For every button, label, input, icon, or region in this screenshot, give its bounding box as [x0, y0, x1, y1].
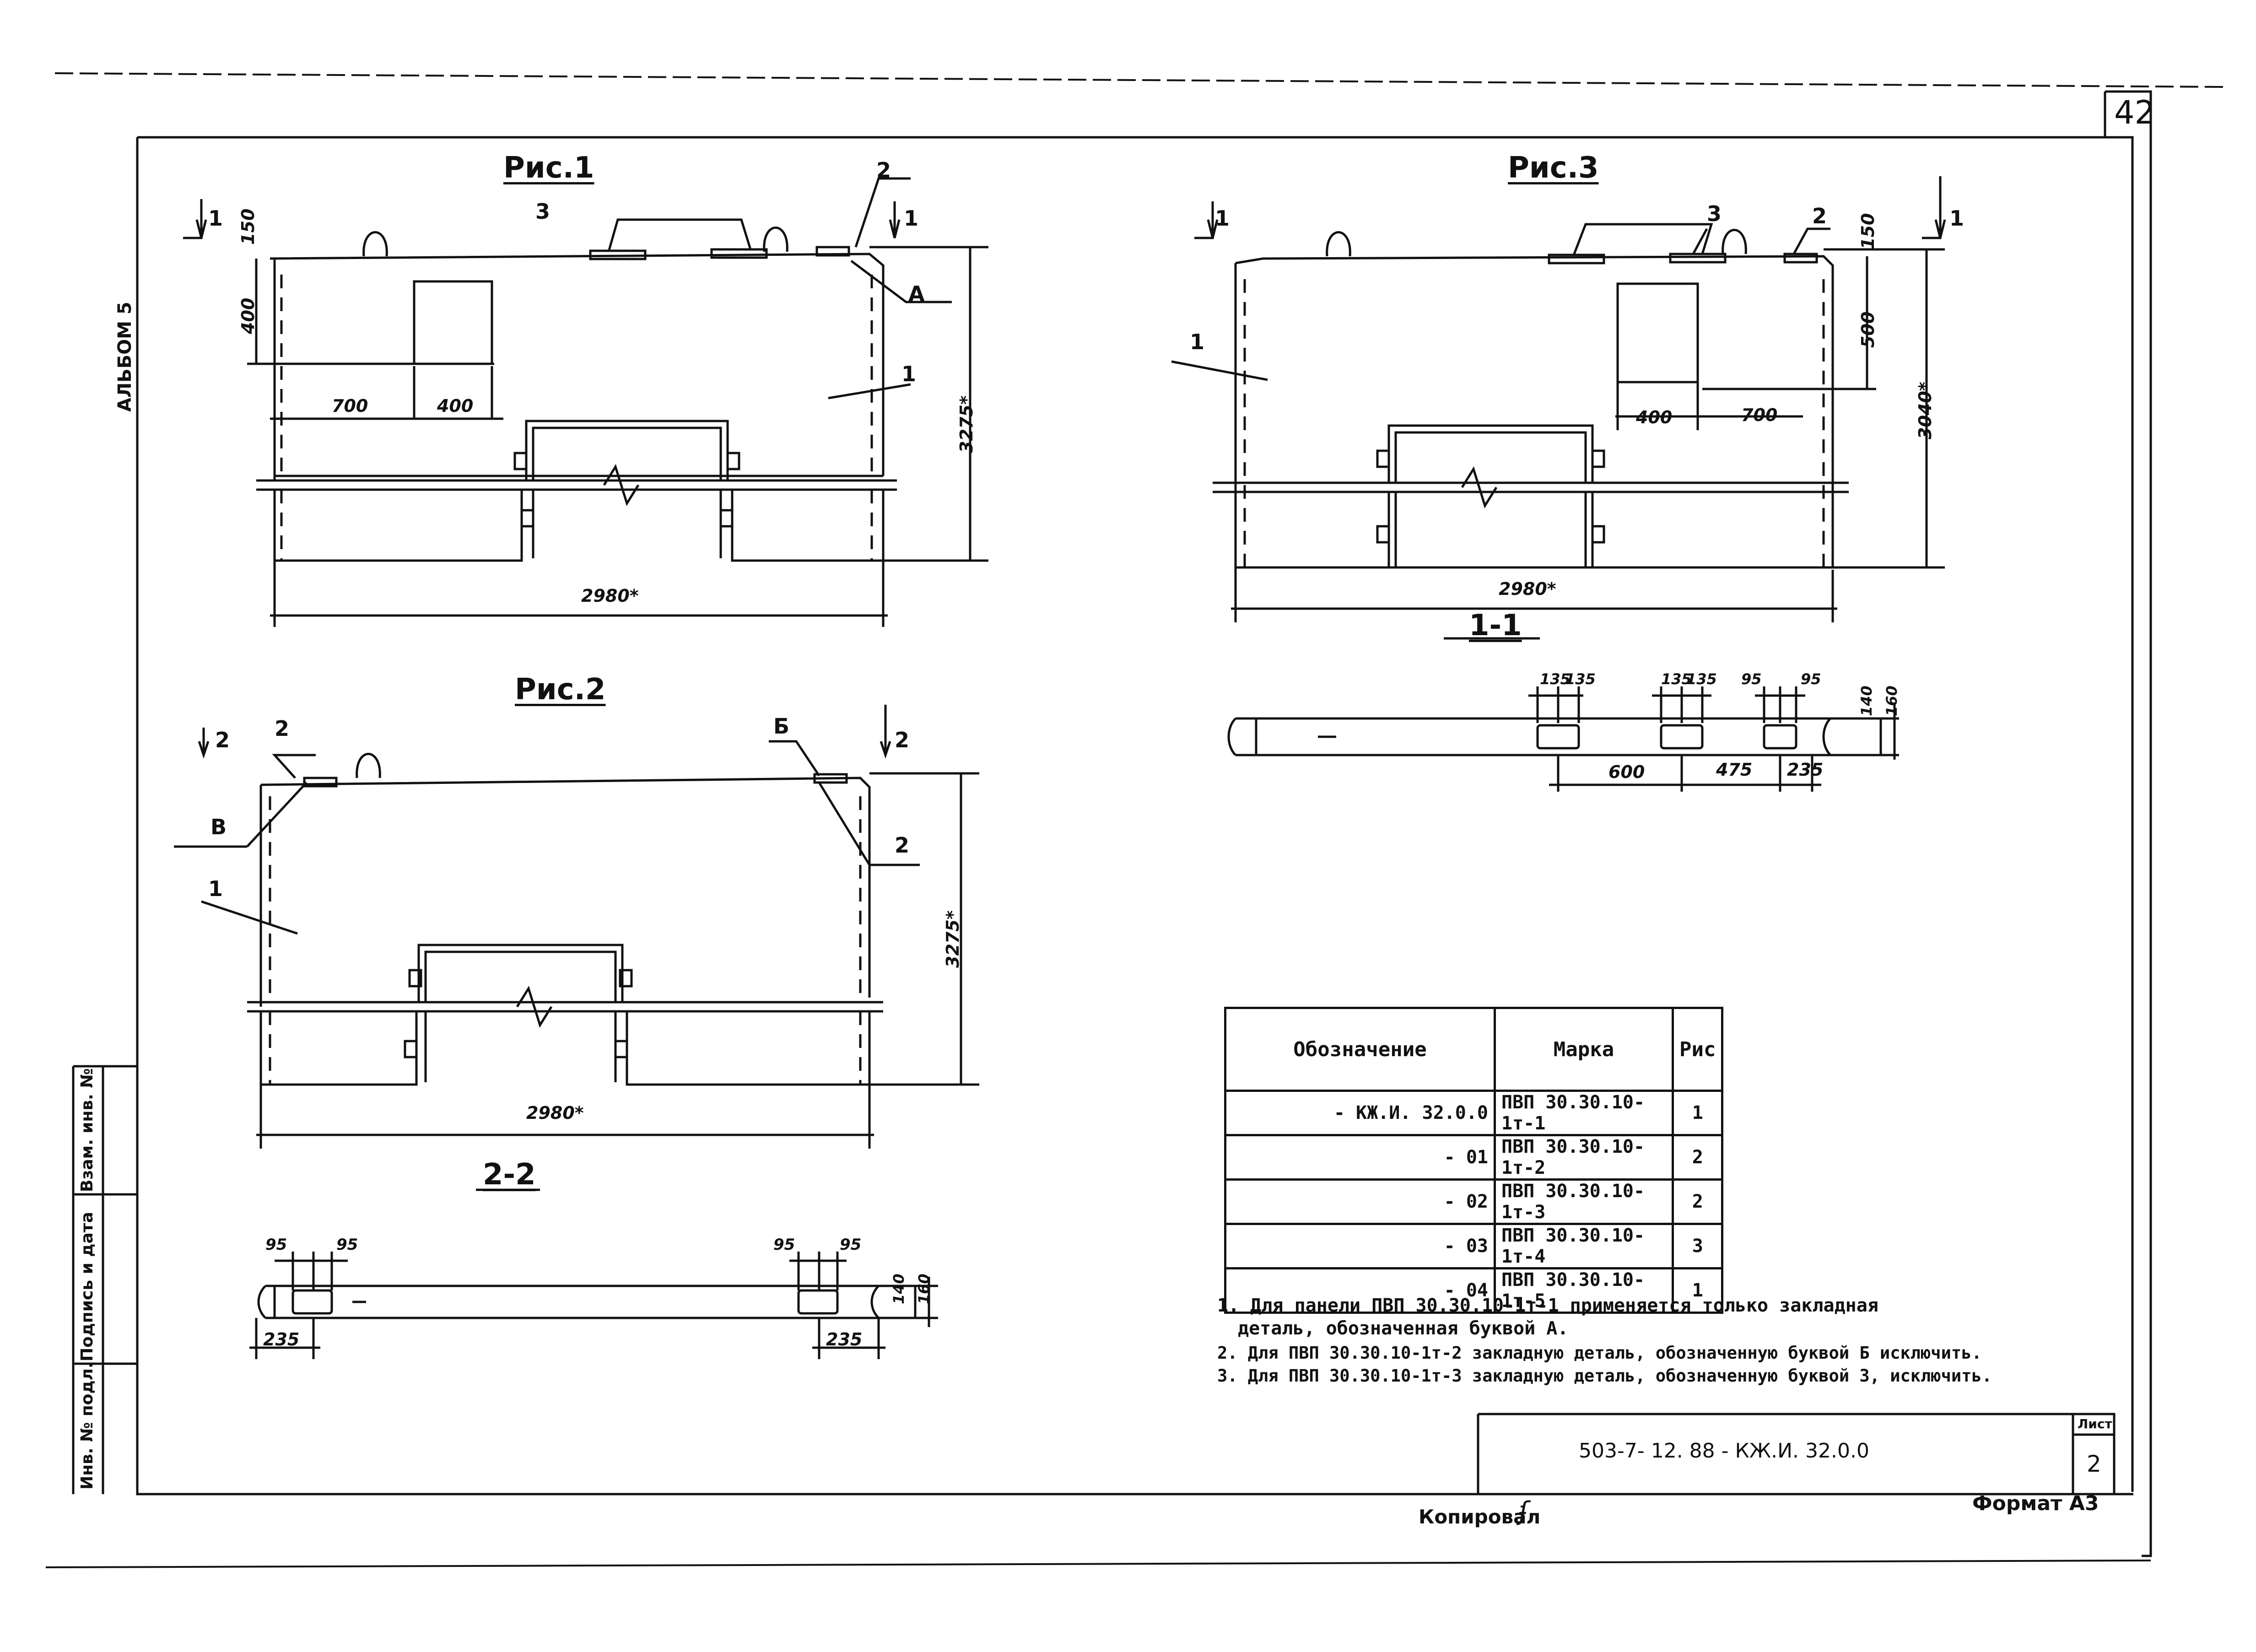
table-row: - 01 ПВП 30.30.10-1т-2 2	[1224, 1134, 1724, 1181]
fig1-callout-2: 2	[876, 158, 891, 183]
sec22-dim-95-b: 95	[336, 1236, 358, 1254]
fig3-dim-150: 150	[1858, 213, 1878, 249]
sec22-dim-95-c: 95	[773, 1236, 795, 1254]
spec-table: Обозначение Марка Рис - КЖ.И. 32.0.0 ПВП…	[1224, 1007, 1724, 1314]
title-block-designation: 503-7- 12. 88 - КЖ.И. 32.0.0	[1579, 1439, 1869, 1463]
sec11-dim-95-a: 95	[1741, 670, 1762, 688]
row-designation: - 01	[1224, 1134, 1496, 1181]
header-fig: Рис	[1671, 1007, 1724, 1092]
fig3-callout-3: 3	[1707, 201, 1722, 226]
stamp-inv-number: Инв. № подл.	[78, 1362, 97, 1490]
sec22-dim-95-a: 95	[265, 1236, 287, 1254]
row-mark: ПВП 30.30.10-1т-3	[1494, 1178, 1674, 1225]
section-1-1-title: 1-1	[1469, 609, 1522, 642]
sec22-dim-235-right: 235	[826, 1329, 863, 1350]
title-block-sheet-label: Лист	[2078, 1416, 2112, 1431]
row-fig: 3	[1671, 1223, 1724, 1269]
sec11-dim-160: 160	[1883, 686, 1900, 716]
fig2-dim-width: 2980*	[526, 1103, 584, 1123]
sec11-dim-135-c: 135	[1661, 670, 1692, 688]
spec-table-header: Обозначение Марка Рис	[1224, 1007, 1724, 1092]
format-label: Формат А3	[1972, 1492, 2099, 1515]
fig3-callout-2: 2	[1812, 204, 1827, 228]
row-designation: - 03	[1224, 1223, 1496, 1269]
sec11-dim-600: 600	[1608, 762, 1645, 782]
fig2-dim-height: 3275*	[943, 910, 963, 968]
fig3-dim-700: 700	[1741, 405, 1778, 425]
row-fig: 2	[1671, 1178, 1724, 1225]
stamp-signature-date: Подпись и дата	[78, 1212, 97, 1361]
row-designation: - КЖ.И. 32.0.0	[1224, 1090, 1496, 1136]
sec11-dim-95-b: 95	[1801, 670, 1821, 688]
fig1-section-mark-left: 1	[208, 206, 223, 231]
fig3-title: Рис.3	[1508, 151, 1599, 185]
sec11-dim-135-a: 135	[1540, 670, 1571, 688]
fig1-callout-A: А	[908, 281, 925, 306]
note-3: 3. Для ПВП 30.30.10-1т-3 закладную детал…	[1217, 1366, 1992, 1386]
fig3-section-mark-right: 1	[1949, 206, 1965, 231]
row-mark: ПВП 30.30.10-1т-2	[1494, 1134, 1674, 1181]
stamp-replace-inv: Взам. инв. №	[78, 1068, 97, 1192]
fig2-callout-2-top: 2	[275, 716, 290, 741]
table-row: - КЖ.И. 32.0.0 ПВП 30.30.10-1т-1 1	[1224, 1090, 1724, 1136]
header-designation: Обозначение	[1224, 1007, 1496, 1092]
sec11-dim-135-d: 135	[1686, 670, 1717, 688]
row-fig: 1	[1671, 1090, 1724, 1136]
sec11-dim-235: 235	[1787, 760, 1824, 780]
fig3-callout-1: 1	[1190, 329, 1205, 354]
row-fig: 2	[1671, 1134, 1724, 1181]
sec22-dim-140: 140	[890, 1274, 907, 1304]
fig1-dim-400-horizontal: 400	[437, 396, 474, 416]
fig2-title: Рис.2	[515, 673, 606, 707]
fig2-callout-V: В	[210, 815, 227, 839]
row-designation: - 04	[1224, 1267, 1496, 1314]
header-mark: Марка	[1494, 1007, 1674, 1092]
row-fig: 1	[1671, 1267, 1724, 1314]
sec11-dim-140: 140	[1858, 686, 1875, 716]
table-row: - 03 ПВП 30.30.10-1т-4 3	[1224, 1223, 1724, 1269]
table-row: - 04 ПВП 30.30.10-1т-5 1	[1224, 1267, 1724, 1314]
note-2: 2. Для ПВП 30.30.10-1т-2 закладную детал…	[1217, 1343, 1982, 1363]
album-label: АЛЬБОМ 5	[114, 302, 135, 412]
fig2-section-mark-right: 2	[895, 728, 910, 752]
fig3-dim-400: 400	[1636, 407, 1673, 427]
fig3-dim-width: 2980*	[1499, 579, 1556, 599]
fig1-dim-width: 2980*	[581, 586, 639, 606]
fig3-dim-500: 500	[1858, 311, 1878, 348]
fig1-title: Рис.1	[503, 151, 594, 185]
row-designation: - 02	[1224, 1178, 1496, 1225]
copier-signature: ʄ	[1519, 1496, 1528, 1526]
fig1-dim-700: 700	[332, 396, 368, 416]
sec11-dim-135-b: 135	[1565, 670, 1596, 688]
section-2-2-title: 2-2	[483, 1158, 536, 1192]
fig1-dim-400-vertical: 400	[238, 297, 258, 334]
copied-by-label: Копировал	[1419, 1506, 1541, 1528]
note-1-line-1: 1. Для панели ПВП 30.30.10-1т-1 применяе…	[1217, 1295, 1878, 1316]
sec22-dim-235-left: 235	[263, 1329, 300, 1350]
table-row: - 02 ПВП 30.30.10-1т-3 2	[1224, 1178, 1724, 1225]
note-1-line-2: деталь, обозначенная буквой А.	[1238, 1318, 1569, 1339]
fig3-section-mark-left: 1	[1215, 206, 1230, 231]
row-mark: ПВП 30.30.10-1т-4	[1494, 1223, 1674, 1269]
fig1-callout-3: 3	[535, 199, 551, 224]
fig1-section-mark-right: 1	[904, 206, 919, 231]
row-mark: ПВП 30.30.10-1т-1	[1494, 1090, 1674, 1136]
fig1-dim-150: 150	[238, 208, 258, 245]
fig1-callout-1: 1	[901, 362, 917, 386]
fig2-section-mark-left: 2	[215, 728, 230, 752]
fig2-callout-B: Б	[773, 714, 790, 739]
page-number: 42	[2114, 94, 2155, 131]
fig2-callout-1: 1	[208, 876, 223, 901]
fig1-dim-height: 3275*	[956, 395, 977, 453]
sec22-dim-95-d: 95	[840, 1236, 862, 1254]
sec22-dim-160: 160	[915, 1274, 933, 1304]
title-block-sheet-number: 2	[2087, 1451, 2101, 1477]
sec11-dim-475: 475	[1716, 760, 1753, 780]
row-mark: ПВП 30.30.10-1т-5	[1494, 1267, 1674, 1314]
fig2-callout-2-right: 2	[895, 833, 910, 858]
fig3-dim-height: 3040*	[1915, 382, 1935, 439]
